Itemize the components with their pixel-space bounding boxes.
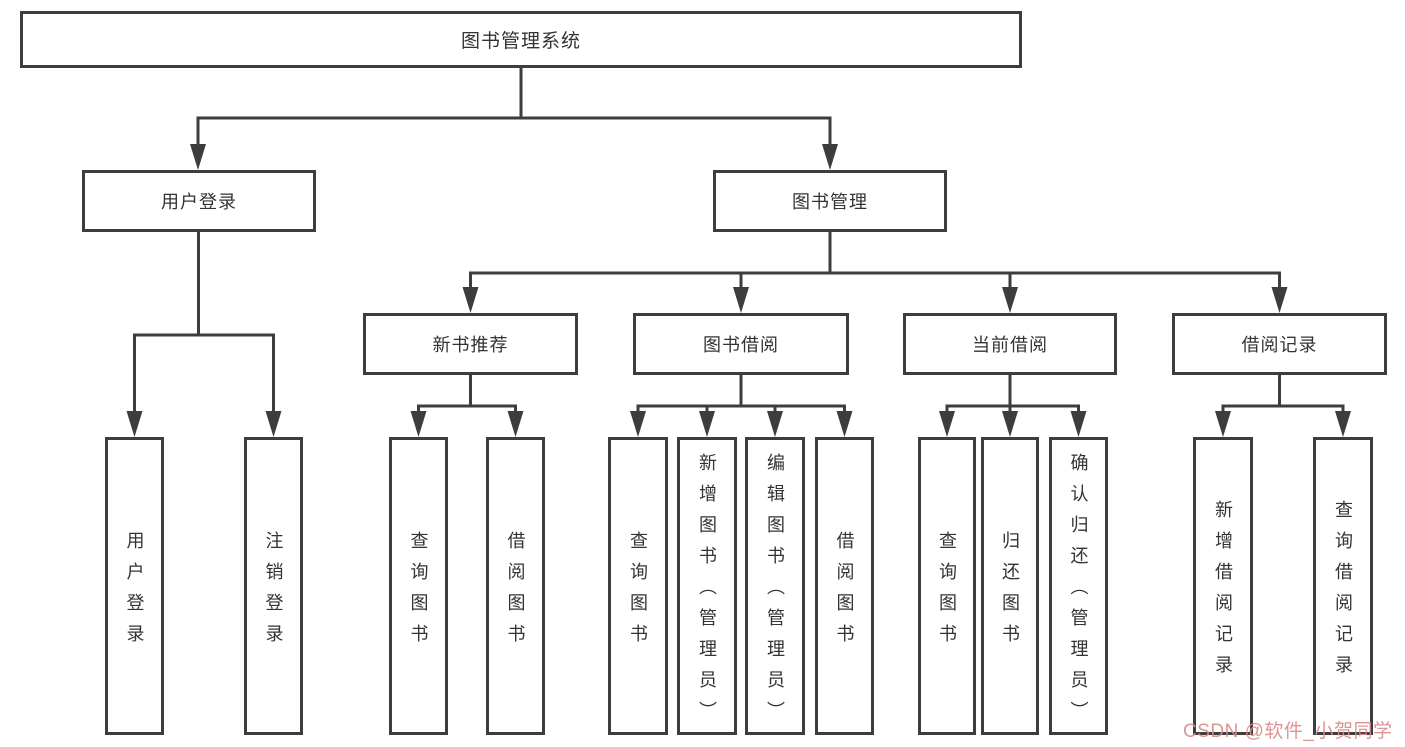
node-label: 用户登录 bbox=[124, 530, 145, 655]
leaf-borrow-books-recommend: 借阅图书 bbox=[486, 437, 545, 735]
node-label: 确认归还（管理员） bbox=[1068, 453, 1089, 732]
arrowheads bbox=[126, 144, 1351, 437]
leaf-query-books-current: 查询图书 bbox=[918, 437, 976, 735]
node-label: 图书管理 bbox=[792, 192, 868, 212]
node-label: 注销登录 bbox=[263, 530, 284, 655]
node-label: 归还图书 bbox=[1000, 530, 1020, 655]
node-book-management: 图书管理 bbox=[713, 170, 947, 232]
node-label: 查询借阅记录 bbox=[1333, 499, 1353, 686]
node-label: 编辑图书（管理员） bbox=[765, 453, 785, 732]
node-label: 新增图书（管理员） bbox=[697, 453, 717, 732]
node-label: 图书管理系统 bbox=[460, 31, 581, 52]
leaf-query-books-recommend: 查询图书 bbox=[389, 437, 448, 735]
node-new-book-recommendation: 新书推荐 bbox=[363, 313, 578, 375]
leaf-user-login: 用户登录 bbox=[105, 437, 164, 735]
leaf-add-borrow-record: 新增借阅记录 bbox=[1193, 437, 1253, 735]
node-label: 用户登录 bbox=[161, 192, 237, 212]
leaf-query-borrow-record: 查询借阅记录 bbox=[1313, 437, 1373, 735]
node-user-login: 用户登录 bbox=[82, 170, 316, 232]
leaf-query-books-borrow: 查询图书 bbox=[608, 437, 668, 735]
node-library-management-system: 图书管理系统 bbox=[20, 11, 1022, 68]
leaf-borrow-books: 借阅图书 bbox=[815, 437, 874, 735]
csdn-watermark: CSDN @软件_小贺同学 bbox=[1183, 721, 1393, 742]
node-label: 新增借阅记录 bbox=[1213, 499, 1233, 686]
leaf-confirm-return-admin: 确认归还（管理员） bbox=[1049, 437, 1108, 735]
node-label: 借阅图书 bbox=[834, 530, 855, 655]
leaf-logout: 注销登录 bbox=[244, 437, 303, 735]
node-label: 查询图书 bbox=[937, 530, 957, 655]
leaf-edit-books-admin: 编辑图书（管理员） bbox=[745, 437, 805, 735]
node-label: 借阅图书 bbox=[505, 530, 526, 655]
node-label: 当前借阅 bbox=[972, 335, 1048, 355]
node-label: 查询图书 bbox=[628, 530, 648, 655]
node-current-borrowing: 当前借阅 bbox=[903, 313, 1117, 375]
node-label: 图书借阅 bbox=[703, 335, 779, 355]
node-label: 新书推荐 bbox=[432, 335, 509, 355]
leaf-add-books-admin: 新增图书（管理员） bbox=[677, 437, 737, 735]
node-label: 查询图书 bbox=[408, 530, 429, 655]
node-label: 借阅记录 bbox=[1241, 335, 1318, 355]
node-book-borrowing: 图书借阅 bbox=[633, 313, 849, 375]
node-borrowing-records: 借阅记录 bbox=[1172, 313, 1387, 375]
leaf-return-books: 归还图书 bbox=[981, 437, 1039, 735]
